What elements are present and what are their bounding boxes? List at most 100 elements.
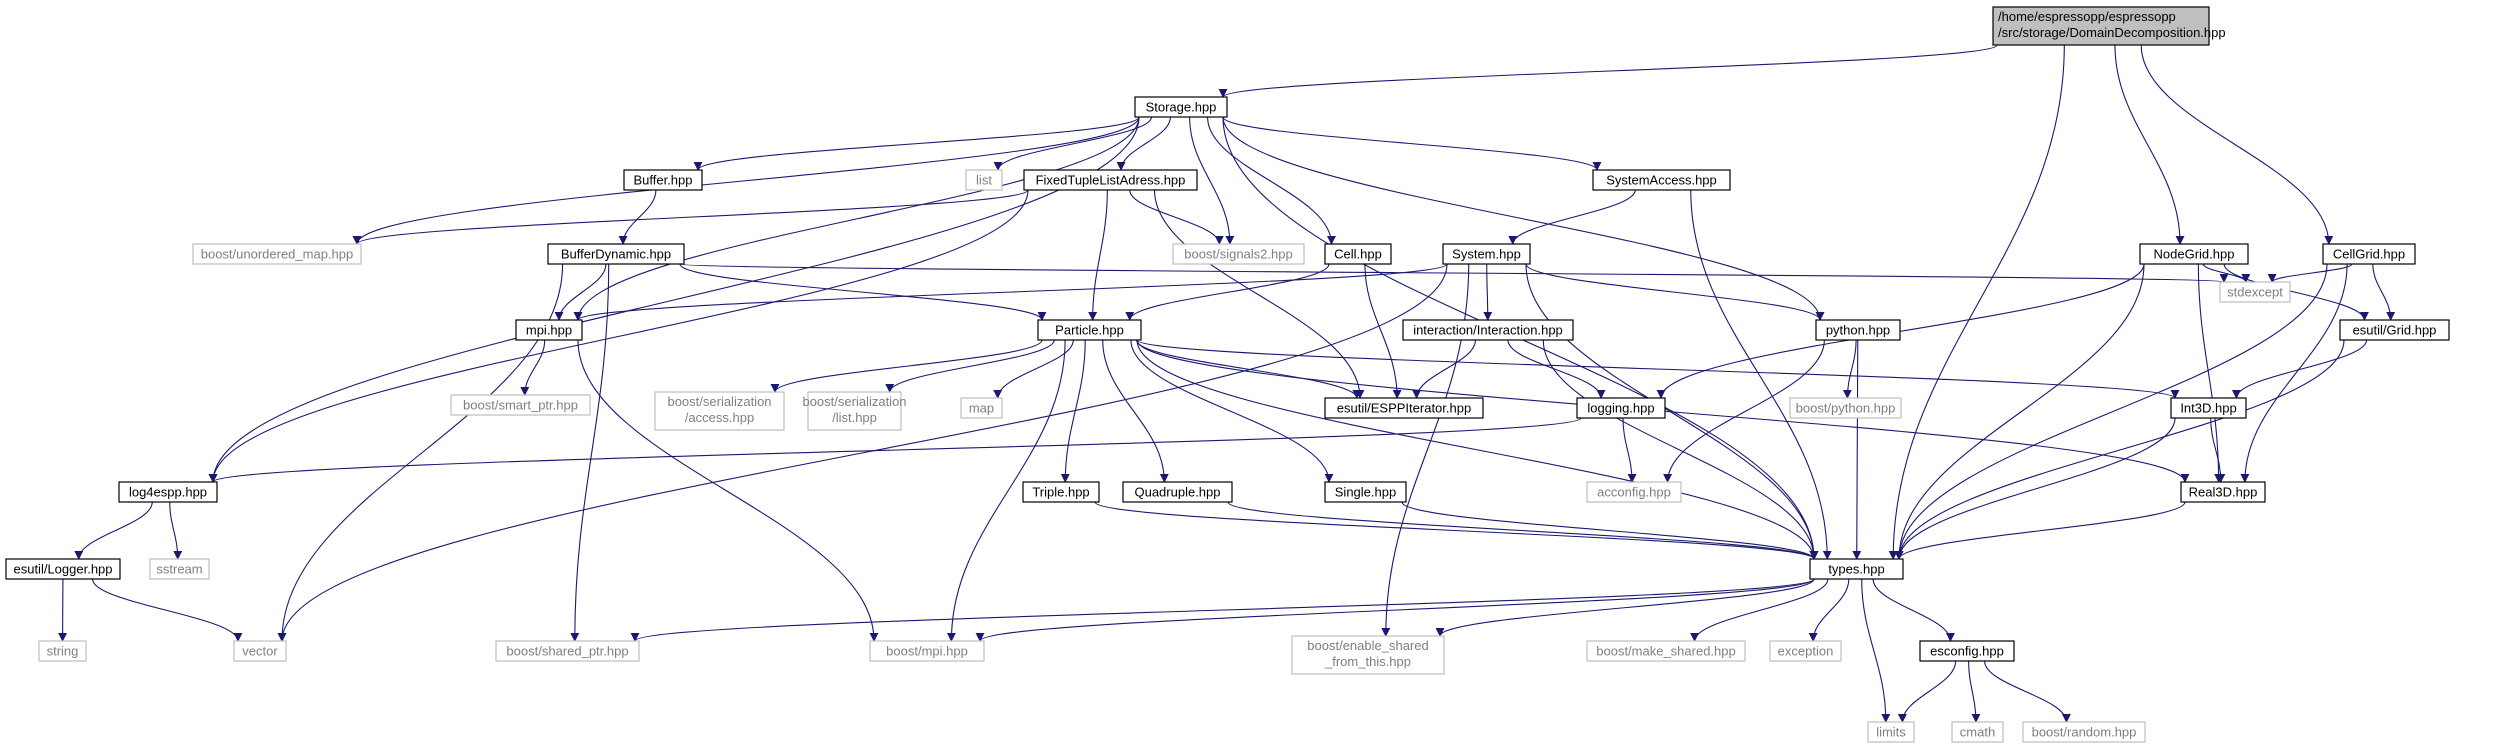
edge-python-to-acconfig <box>1663 339 1825 483</box>
node-box-esconfig <box>1919 640 2015 662</box>
node-esconfig[interactable]: esconfig.hpp <box>1919 640 2015 662</box>
node-esutil_logger[interactable]: esutil/Logger.hpp <box>5 558 121 580</box>
edge-bufferdynamic-to-stdexcept <box>679 263 2227 283</box>
node-label-ser_access-1: /access.hpp <box>685 410 754 425</box>
edge-esconfig-to-cmath <box>1968 660 1981 723</box>
node-esppiterator[interactable]: esutil/ESPPIterator.hpp <box>1324 397 1484 419</box>
node-box-python <box>1815 319 1901 341</box>
node-triple[interactable]: Triple.hpp <box>1022 481 1100 503</box>
node-nodegrid[interactable]: NodeGrid.hpp <box>2139 243 2249 265</box>
node-label-types: types.hpp <box>1828 562 1884 577</box>
node-types[interactable]: types.hpp <box>1809 558 1904 580</box>
node-box-random <box>2022 721 2146 743</box>
node-box-esutil_logger <box>5 558 121 580</box>
edge-storage-to-buffer <box>693 116 1140 171</box>
node-particle[interactable]: Particle.hpp <box>1037 319 1142 341</box>
edge-cellgrid-to-esutil_grid <box>2372 263 2396 321</box>
edge-python-to-boost_python <box>1842 339 1857 399</box>
node-label-ser_access-0: boost/serialization <box>667 394 771 409</box>
edge-esconfig-to-limits <box>1897 660 1957 723</box>
edge-log4espp-to-esutil_logger <box>74 501 153 560</box>
edge-types-to-limits <box>1861 578 1891 723</box>
node-systemaccess[interactable]: SystemAccess.hpp <box>1592 169 1731 191</box>
node-quadruple[interactable]: Quadruple.hpp <box>1122 481 1233 503</box>
node-fixedtuple[interactable]: FixedTupleListAdress.hpp <box>1023 169 1198 191</box>
node-ser_list: boost/serialization/list.hpp <box>802 391 907 431</box>
edge-logging-to-acconfig <box>1622 417 1637 483</box>
node-system[interactable]: System.hpp <box>1442 243 1531 265</box>
node-label-map: map <box>969 401 994 416</box>
node-label-triple: Triple.hpp <box>1032 485 1089 500</box>
node-box-nodegrid <box>2139 243 2249 265</box>
node-box-buffer <box>623 169 703 191</box>
node-logging[interactable]: logging.hpp <box>1576 397 1666 419</box>
edge-storage-to-unordered_map <box>352 116 1140 245</box>
node-bufferdynamic[interactable]: BufferDynamic.hpp <box>547 243 685 265</box>
edge-esutil_grid-to-types <box>1894 339 2345 560</box>
node-label-string: string <box>47 644 79 659</box>
node-storage[interactable]: Storage.hpp <box>1134 96 1228 118</box>
node-label-limits: limits <box>1876 725 1906 740</box>
node-boost_python: boost/python.hpp <box>1789 397 1902 419</box>
edge-fixedtuple-to-signals2 <box>1129 189 1224 245</box>
node-single[interactable]: Single.hpp <box>1324 481 1407 503</box>
node-box-signals2 <box>1172 243 1305 265</box>
edge-bufferdynamic-to-shared_ptr <box>570 263 610 642</box>
node-box-list <box>965 169 1003 191</box>
node-interaction[interactable]: interaction/Interaction.hpp <box>1402 319 1574 341</box>
node-label-boost_mpi: boost/mpi.hpp <box>886 644 968 659</box>
node-box-interaction <box>1402 319 1574 341</box>
node-box-logging <box>1576 397 1666 419</box>
edge-mpi-to-smart_ptr <box>520 339 546 396</box>
node-label-unordered_map: boost/unordered_map.hpp <box>201 247 354 262</box>
node-cell[interactable]: Cell.hpp <box>1324 243 1392 265</box>
edge-nodegrid-to-real3d <box>2197 263 2224 483</box>
node-real3d[interactable]: Real3D.hpp <box>2180 481 2266 503</box>
node-label-quadruple: Quadruple.hpp <box>1134 485 1220 500</box>
edge-fixedtuple-to-log4espp <box>208 189 1029 483</box>
node-label-boost_python: boost/python.hpp <box>1796 401 1896 416</box>
node-int3d[interactable]: Int3D.hpp <box>2170 397 2247 419</box>
node-box-bufferdynamic <box>547 243 685 265</box>
node-python[interactable]: python.hpp <box>1815 319 1901 341</box>
edge-bufferdynamic-to-particle <box>679 263 1047 321</box>
edge-particle-to-boost_mpi <box>946 339 1066 642</box>
node-label-stdexcept: stdexcept <box>2227 285 2283 300</box>
node-box-int3d <box>2170 397 2247 419</box>
edge-log4espp-to-sstream <box>169 501 183 560</box>
edge-interaction-to-logging <box>1507 339 1606 399</box>
edge-particle-to-types <box>1136 339 1819 560</box>
edge-systemaccess-to-types <box>1690 189 1832 560</box>
node-box-esutil_grid <box>2339 319 2450 341</box>
node-stdexcept: stdexcept <box>2219 281 2291 303</box>
node-label-int3d: Int3D.hpp <box>2180 401 2236 416</box>
edge-esutil_grid-to-int3d <box>2231 339 2368 399</box>
edge-nodegrid-to-logging <box>1656 263 2145 399</box>
edge-real3d-to-types <box>1894 501 2186 560</box>
node-buffer[interactable]: Buffer.hpp <box>623 169 703 191</box>
node-esutil_grid[interactable]: esutil/Grid.hpp <box>2339 319 2450 341</box>
node-mpi[interactable]: mpi.hpp <box>515 319 583 341</box>
edge-storage-to-list <box>993 116 1152 171</box>
node-box-cmath <box>1951 721 2004 743</box>
node-label-cellgrid: CellGrid.hpp <box>2333 247 2405 262</box>
node-label-exception: exception <box>1778 644 1834 659</box>
node-unordered_map: boost/unordered_map.hpp <box>192 243 362 265</box>
edge-esconfig-to-random <box>1984 660 2071 723</box>
edge-particle-to-quadruple <box>1102 339 1169 483</box>
node-random: boost/random.hpp <box>2022 721 2146 743</box>
node-label-esppiterator: esutil/ESPPIterator.hpp <box>1337 401 1471 416</box>
node-box-ser_list <box>807 391 902 431</box>
node-label-smart_ptr: boost/smart_ptr.hpp <box>463 398 578 413</box>
node-box-single <box>1324 481 1407 503</box>
edge-python-to-types <box>1852 339 1862 560</box>
node-box-exception <box>1769 640 1842 662</box>
nodes-layer: /home/espressopp/espressopp/src/storage/… <box>5 6 2450 743</box>
node-root[interactable]: /home/espressopp/espressopp/src/storage/… <box>1992 6 2226 46</box>
node-label-esutil_grid: esutil/Grid.hpp <box>2353 323 2437 338</box>
node-log4espp[interactable]: log4espp.hpp <box>118 481 218 503</box>
node-cellgrid[interactable]: CellGrid.hpp <box>2322 243 2416 265</box>
node-box-limits <box>1867 721 1915 743</box>
edge-particle-to-single <box>1130 339 1334 483</box>
node-box-stdexcept <box>2219 281 2291 303</box>
